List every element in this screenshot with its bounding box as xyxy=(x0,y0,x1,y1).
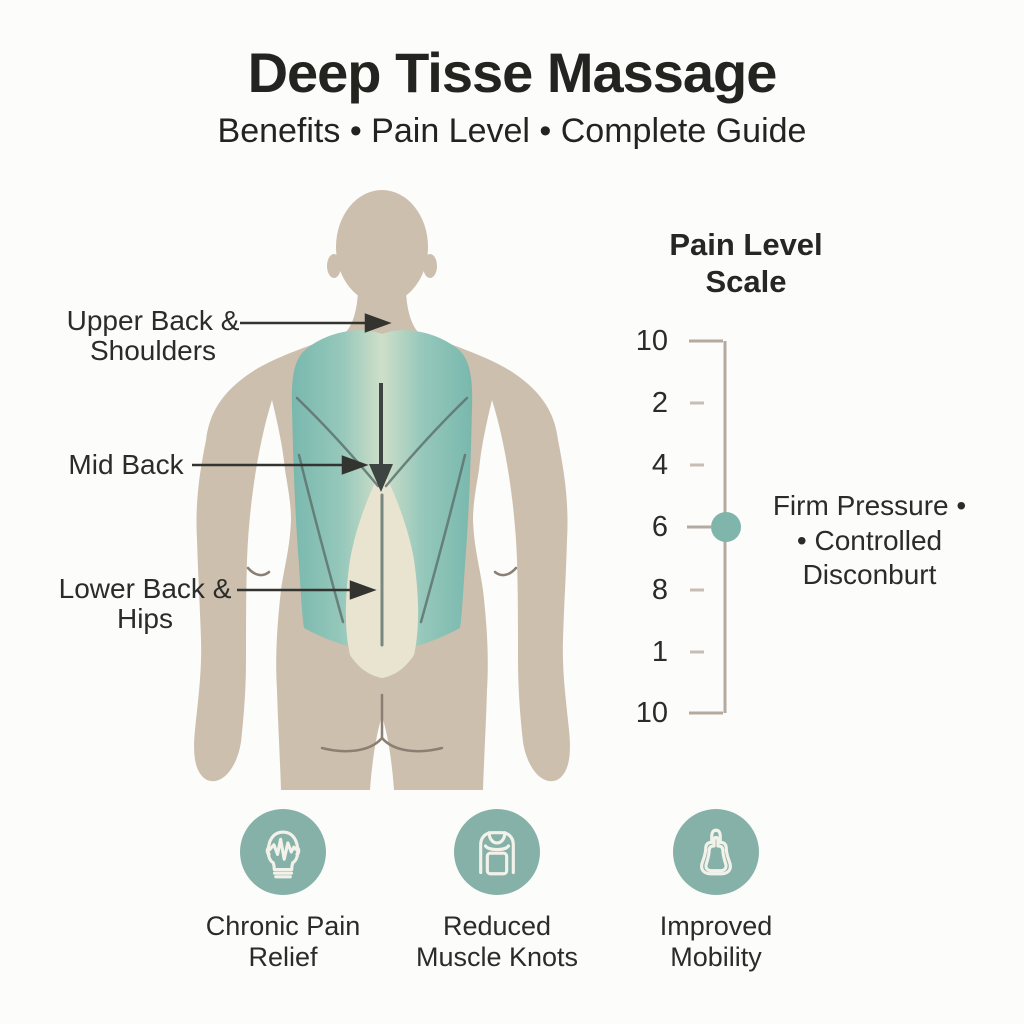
benefit-muscle-knots: Reduced Muscle Knots xyxy=(382,809,612,973)
pain-scale-heading: Pain Level Scale xyxy=(669,227,823,299)
scale-marker-dot xyxy=(711,512,741,542)
mobility-figure-icon xyxy=(700,828,732,876)
label-lower-back: Lower Back & Hips xyxy=(58,573,232,634)
body-crease-lines xyxy=(246,566,518,753)
upper-back-arrow xyxy=(240,313,392,333)
benefit-circle xyxy=(454,809,540,895)
scale-tick-label: 1 xyxy=(651,636,668,668)
scale-minor-ticks xyxy=(690,401,704,654)
mid-back-arrow xyxy=(192,455,369,475)
scale-tick-label: 6 xyxy=(651,511,668,543)
scale-tick-label: 8 xyxy=(651,574,668,606)
scale-tick-label: 10 xyxy=(635,325,668,357)
benefit-mobility: Improved Mobility xyxy=(601,809,831,973)
scale-marker-note: Firm Pressure • • Controlled Disconburt xyxy=(772,490,967,590)
scale-tick-label: 4 xyxy=(651,449,668,481)
scale-tick-label: 10 xyxy=(635,697,668,729)
benefit-circle xyxy=(673,809,759,895)
benefit-chronic-pain: Chronic Pain Relief xyxy=(168,809,398,973)
label-upper-back: Upper Back & Shoulders xyxy=(66,305,240,366)
page-title: Deep Tisse Massage xyxy=(247,41,778,104)
head-pain-icon xyxy=(265,830,301,879)
benefit-label: Reduced Muscle Knots xyxy=(415,911,579,972)
annotation-arrows xyxy=(192,313,392,600)
muscle-lines xyxy=(295,396,469,624)
pain-scale-graphic xyxy=(687,339,741,715)
massage-direction-arrow xyxy=(369,383,393,492)
benefit-circle xyxy=(240,809,326,895)
back-torso-icon xyxy=(479,831,515,876)
page-subtitle: Benefits • Pain Level • Complete Guide xyxy=(217,112,807,150)
benefit-label: Chronic Pain Relief xyxy=(205,911,361,972)
lower-back-arrow xyxy=(237,580,377,600)
scale-tick-label: 2 xyxy=(651,387,668,419)
human-back-figure xyxy=(194,190,570,790)
label-mid-back: Mid Back xyxy=(68,449,184,480)
benefit-label: Improved Mobility xyxy=(659,911,773,972)
